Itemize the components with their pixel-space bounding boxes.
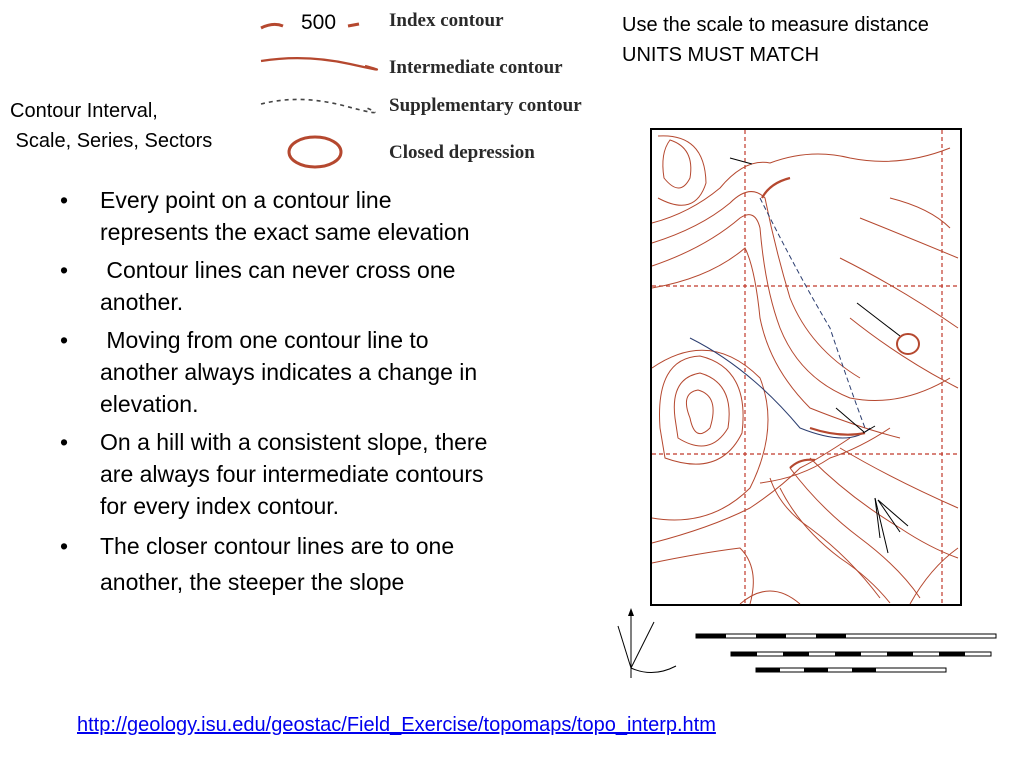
legend-label-intermediate: Intermediate contour [389, 57, 563, 78]
bullet-marker: • [60, 533, 69, 559]
legend-label-index: Index contour [389, 10, 504, 31]
bullet-marker: • [60, 429, 69, 455]
legend-label-supplementary: Supplementary contour [389, 95, 582, 116]
list-item: • Moving from one contour line to anothe… [60, 324, 500, 420]
bullet-list: • Every point on a contour line represent… [60, 184, 500, 606]
scale-instructions: Use the scale to measure distance UNITS … [622, 10, 929, 70]
bullet-marker: • [60, 187, 69, 213]
source-link[interactable]: http://geology.isu.edu/geostac/Field_Exe… [77, 714, 716, 736]
list-item: • Every point on a contour line represent… [60, 184, 500, 248]
bullet-text: Every point on a contour line represents… [100, 187, 470, 245]
bullet-text: The closer contour lines are to one anot… [100, 533, 455, 595]
legend-swatches [260, 22, 379, 169]
topographic-map [650, 128, 962, 606]
index-contour-value: 500 [301, 11, 337, 34]
bullet-text: Contour lines can never cross one anothe… [100, 257, 462, 315]
legend-label-depression: Closed depression [389, 142, 535, 163]
scale-instruction-line: Use the scale to measure distance [622, 14, 929, 36]
list-item: • On a hill with a consistent slope, ther… [60, 426, 500, 522]
bullet-text: On a hill with a consistent slope, there… [100, 429, 488, 519]
units-warning: UNITS MUST MATCH [622, 44, 820, 66]
list-item: • The closer contour lines are to one ano… [60, 528, 500, 600]
contour-interval-heading: Contour Interval, Scale, Series, Sectors [10, 100, 213, 152]
map-scale-block [617, 608, 997, 678]
list-item: • Contour lines can never cross one anot… [60, 254, 500, 318]
bullet-marker: • [60, 327, 69, 353]
bullet-text: Moving from one contour line to another … [100, 327, 484, 417]
bullet-marker: • [60, 257, 69, 283]
